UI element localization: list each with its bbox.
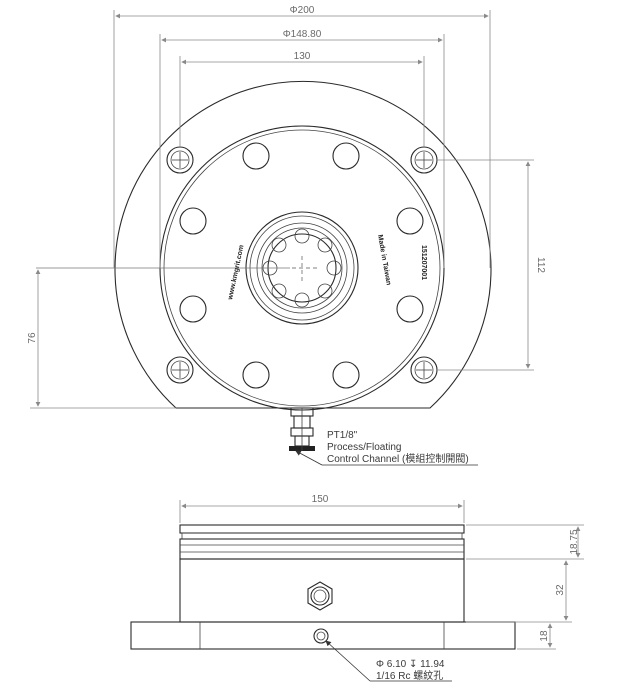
- mount-hole-tl: [166, 146, 194, 174]
- thread-callout-line1: Φ 6.10 ↧ 11.94: [376, 659, 445, 670]
- mount-hole-bl: [166, 356, 194, 384]
- port-callout-line2: Process/Floating: [327, 442, 401, 453]
- bolt-hole: [396, 295, 424, 323]
- bolt-hole: [332, 361, 360, 389]
- part-number-marking: 151207001: [420, 245, 427, 280]
- bolt-hole: [242, 361, 270, 389]
- dim-dia-200: Φ200: [290, 5, 315, 16]
- mount-hole-br: [410, 356, 438, 384]
- bolt-hole: [179, 295, 207, 323]
- dim-18-75: 18.75: [569, 529, 580, 554]
- top-view: www.kmgrit.com Made in Taiwan 151207001: [36, 80, 492, 451]
- port-callout: PT1/8" Process/Floating Control Channel …: [295, 430, 478, 466]
- dim-18: 18: [539, 630, 550, 642]
- bolt-hole: [396, 207, 424, 235]
- dim-dia-148-80: Φ148.80: [283, 29, 322, 40]
- thread-callout: Φ 6.10 ↧ 11.94 1/16 Rc 螺紋孔: [325, 640, 452, 682]
- top-view-dimensions: Φ200 Φ148.80 130 112 76: [27, 5, 546, 409]
- outer-flange-outline: [114, 80, 492, 409]
- port-callout-line1: PT1/8": [327, 430, 358, 441]
- bolt-hole: [179, 207, 207, 235]
- made-in-marking: Made in Taiwan: [376, 234, 392, 286]
- side-port-nut: [307, 581, 333, 611]
- dim-112: 112: [535, 257, 546, 273]
- side-view: [130, 524, 516, 650]
- air-port-fitting: [289, 407, 315, 451]
- dim-32: 32: [555, 584, 566, 596]
- threaded-hole: [313, 628, 329, 644]
- bolt-hole: [332, 142, 360, 170]
- bolt-hole: [242, 142, 270, 170]
- side-view-dimensions: 150 18.75 32 18: [179, 494, 584, 650]
- dim-130: 130: [294, 51, 311, 62]
- website-marking: www.kmgrit.com: [227, 244, 246, 301]
- bolt-hole-ring: [179, 142, 424, 389]
- dim-150: 150: [312, 494, 329, 505]
- thread-callout-line2: 1/16 Rc 螺紋孔: [376, 669, 443, 682]
- dim-76: 76: [27, 332, 38, 344]
- mount-hole-tr: [410, 146, 438, 174]
- port-callout-line3: Control Channel (模組控制開閥): [327, 452, 469, 465]
